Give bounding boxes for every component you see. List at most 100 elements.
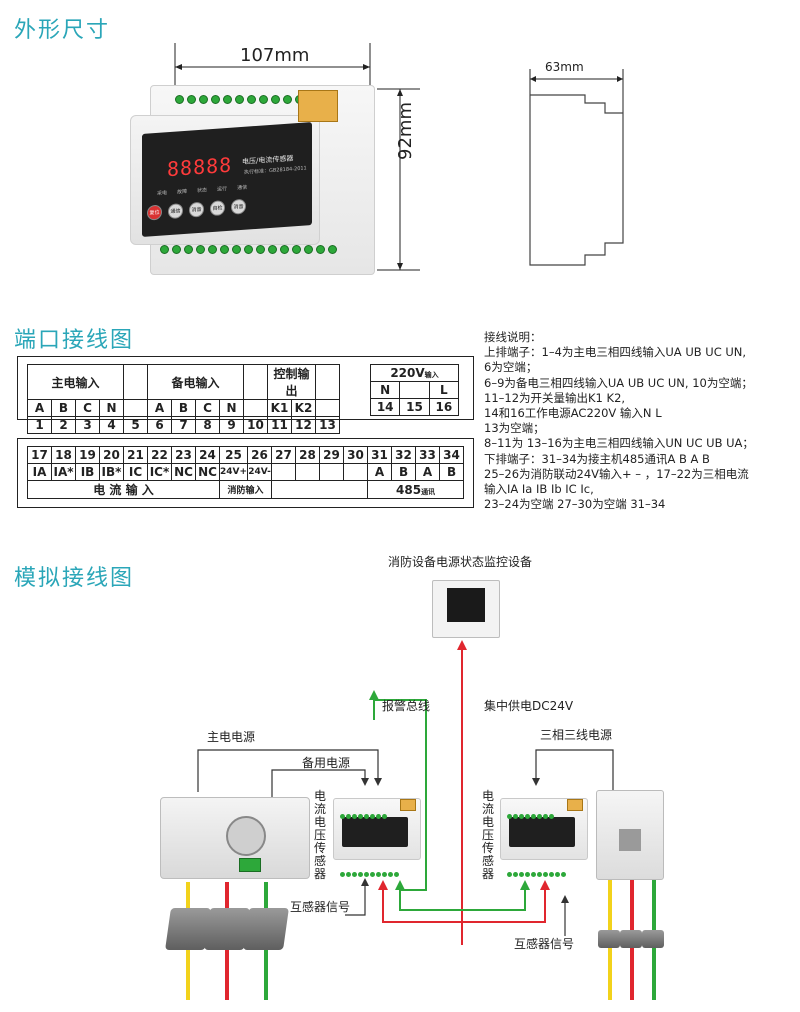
port-signal-cell: N bbox=[99, 399, 124, 417]
depth-label: 63mm bbox=[545, 60, 584, 74]
port-signal-cell: NC bbox=[195, 463, 220, 481]
port-number-cell: 9 bbox=[219, 416, 244, 434]
port-number-cell: 25 bbox=[218, 446, 249, 464]
reset-button[interactable]: 复位 bbox=[147, 204, 162, 221]
port-number-cell: 20 bbox=[99, 446, 124, 464]
port-number-cell: 13 bbox=[315, 416, 340, 434]
port-signal-cell bbox=[295, 463, 321, 481]
port-signal-cell: A bbox=[27, 399, 52, 417]
port-signal-cell: IC* bbox=[147, 463, 172, 481]
indicator-row: 采电 故障 状态 运行 通信 bbox=[157, 184, 247, 197]
note-line: 输入IA Ia IB Ib IC Ic, bbox=[484, 482, 594, 497]
port-number-cell: 19 bbox=[75, 446, 100, 464]
led-display: 88888 bbox=[167, 152, 233, 182]
port-number-cell: 31 bbox=[367, 446, 393, 464]
width-label: 107mm bbox=[240, 45, 310, 66]
wiring-notes: 接线说明： 上排端子：1–4为主电三相四线输入UA UB UC UN, 6为空端… bbox=[484, 330, 754, 512]
port-number-cell: 24 bbox=[195, 446, 220, 464]
port-signal-cell: NC bbox=[171, 463, 196, 481]
port-number-cell: 33 bbox=[415, 446, 441, 464]
device-display-panel: 88888 电压/电流传感器 执行标准：GB28184-2011 采电 故障 状… bbox=[142, 122, 312, 237]
port-number-cell: 4 bbox=[99, 416, 124, 434]
port-number-cell: 7 bbox=[171, 416, 196, 434]
height-label: 92mm bbox=[395, 102, 416, 160]
indicator-label: 故障 bbox=[177, 188, 188, 196]
port-number-cell: 17 bbox=[27, 446, 52, 464]
three-phase-label: 三相三线电源 bbox=[540, 728, 613, 742]
port-signal-cell: N bbox=[369, 381, 401, 399]
port-signal-cell bbox=[271, 463, 297, 481]
group-control-output: 控制输出 bbox=[267, 364, 316, 400]
selftest-button[interactable]: 自检 bbox=[210, 200, 225, 217]
port-signal-cell: 24V+ bbox=[218, 463, 249, 481]
note-line: 8–11为 13–16为主电三相四线输入UN UC UB UA； bbox=[484, 436, 754, 451]
port-number-cell: 32 bbox=[391, 446, 417, 464]
indicator-label: 运行 bbox=[217, 185, 228, 193]
port-number-cell: 16 bbox=[428, 398, 460, 416]
port-signal-cell bbox=[399, 381, 430, 399]
port-signal-cell: IB* bbox=[99, 463, 124, 481]
port-signal-cell: K2 bbox=[291, 399, 316, 417]
port-number-cell: 1 bbox=[27, 416, 52, 434]
note-line: 6为空端； bbox=[484, 360, 538, 375]
note-line: 11–12为开关量输出K1 K2, bbox=[484, 390, 626, 405]
sensor-panel-right bbox=[509, 817, 575, 847]
comm-button[interactable]: 通信 bbox=[168, 203, 183, 220]
port-signal-cell bbox=[343, 463, 369, 481]
port-signal-cell: B bbox=[171, 399, 196, 417]
sensor-label-right: 电流电压传感器 bbox=[481, 789, 494, 881]
port-number-cell: 3 bbox=[75, 416, 100, 434]
port-number-cell: 18 bbox=[51, 446, 76, 464]
group-220v-input: 220V输入 bbox=[370, 364, 459, 382]
width-dimension-line bbox=[174, 43, 371, 90]
group-main-input: 主电输入 bbox=[27, 364, 124, 400]
port-number-cell: 15 bbox=[399, 398, 430, 416]
port-signal-cell: N bbox=[219, 399, 244, 417]
button-row: 复位 通信 消音 自检 消音 bbox=[147, 198, 246, 221]
backup-power-label: 备用电源 bbox=[302, 756, 351, 770]
bottom-terminals bbox=[160, 245, 337, 254]
port-number-cell: 26 bbox=[247, 446, 273, 464]
power-terminal-block bbox=[298, 90, 338, 122]
mute-button[interactable]: 消音 bbox=[189, 201, 204, 218]
sensor-device-left bbox=[333, 798, 421, 860]
ats-switch bbox=[160, 797, 310, 879]
port-signal-cell: A bbox=[147, 399, 172, 417]
port-signal-cell: L bbox=[428, 381, 460, 399]
side-profile-drawing bbox=[529, 69, 624, 266]
port-signal-cell: B bbox=[391, 463, 417, 481]
group-fire-input: 消防输入 bbox=[218, 480, 273, 499]
mute-button-2[interactable]: 消音 bbox=[231, 198, 246, 215]
group-current-input: 电 流 输 入 bbox=[27, 480, 220, 499]
port-signal-cell: B bbox=[51, 399, 76, 417]
ct-signal-right: 互感器信号 bbox=[514, 937, 575, 951]
port-number-cell: 2 bbox=[51, 416, 76, 434]
port-signal-cell: IA* bbox=[51, 463, 76, 481]
ats-indicator bbox=[239, 858, 261, 872]
port-number-cell: 5 bbox=[123, 416, 148, 434]
current-transformer-small bbox=[620, 930, 642, 948]
port-signal-cell: 24V- bbox=[247, 463, 273, 481]
current-transformer-small bbox=[642, 930, 664, 948]
note-line: 下排端子：31–34为接主机485通讯A B A B bbox=[484, 451, 710, 466]
port-signal-cell: IA bbox=[27, 463, 52, 481]
port-number-cell: 30 bbox=[343, 446, 369, 464]
note-line: 14和16工作电源AC220V 输入N L bbox=[484, 406, 662, 421]
port-number-cell: 27 bbox=[271, 446, 297, 464]
indicator-label: 采电 bbox=[157, 190, 168, 197]
ct-signal-left: 互感器信号 bbox=[290, 900, 351, 914]
sensor-label-left: 电流电压传感器 bbox=[313, 789, 326, 881]
top-terminals bbox=[175, 95, 304, 104]
group-backup-input: 备电输入 bbox=[147, 364, 244, 400]
port-signal-cell: C bbox=[75, 399, 100, 417]
dc24v-label: 集中供电DC24V bbox=[484, 699, 574, 713]
note-line: 接线说明： bbox=[484, 330, 542, 344]
section-title-ports: 端口接线图 bbox=[14, 328, 135, 353]
